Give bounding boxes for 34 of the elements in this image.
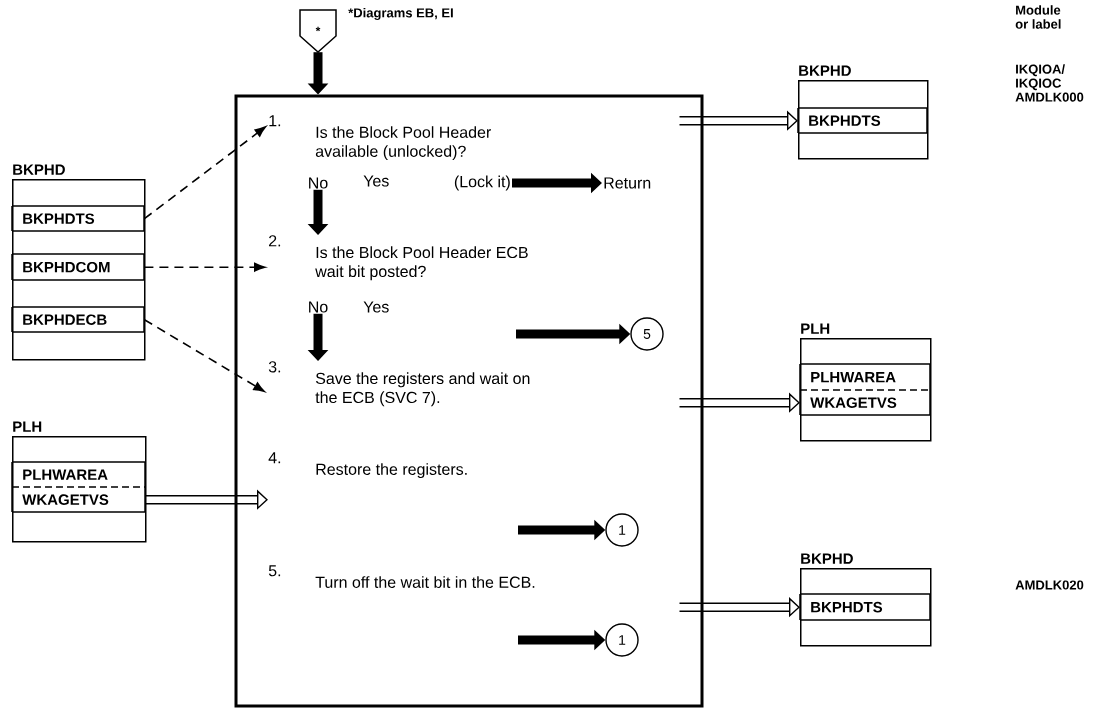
- step-text: 5. Turn off the wait bit in the ECB.: [268, 565, 535, 588]
- field-cell: WKAGETVS: [11, 486, 146, 513]
- field-cell: BKPHDTS: [11, 205, 145, 232]
- step-text: 1. Is the Block Pool Header available (unlocked)?: [269, 115, 491, 161]
- node-label: BKPHD: [13, 164, 65, 175]
- step-text: 4. Restore the registers.: [268, 452, 467, 479]
- process-box: [234, 94, 704, 708]
- connector-note: *Diagrams EB, EI: [348, 7, 453, 21]
- action-label: (Lock it): [454, 175, 510, 191]
- pointer-arrow: [143, 126, 267, 220]
- step-text: 2. Is the Block Pool Header ECB wait bit posted?: [269, 235, 528, 281]
- node-label: BKPHD: [801, 553, 853, 564]
- module-name: AMDLK020: [1015, 580, 1084, 590]
- node-label: BKPHD: [799, 65, 851, 76]
- field-cell: PLHWAREA: [799, 363, 931, 391]
- offpage-connector: *: [299, 9, 337, 53]
- field-cell: BKPHDECB: [11, 306, 145, 333]
- branch-label: Yes: [363, 175, 389, 187]
- node-label: PLH: [13, 421, 42, 432]
- branch-label: No: [309, 301, 328, 313]
- field-cell: WKAGETVS: [799, 389, 931, 416]
- pointer-arrow: [143, 262, 266, 272]
- column-heading: Module or label: [1015, 5, 1061, 29]
- field-cell: BKPHDTS: [797, 107, 928, 134]
- node-label: PLH: [801, 323, 830, 334]
- exit-label: Return: [604, 177, 651, 189]
- step-text: 3. Save the registers and wait on the ECB (SVC 7).: [268, 361, 530, 407]
- field-cell: PLHWAREA: [11, 461, 146, 488]
- branch-label: Yes: [363, 301, 389, 313]
- field-cell: BKPHDCOM: [11, 253, 145, 281]
- field-cell: BKPHDTS: [799, 593, 931, 621]
- module-name: IKQIOA/ IKQIOC AMDLK000: [1015, 64, 1084, 102]
- branch-label: No: [309, 177, 328, 189]
- pointer-arrow: [143, 318, 265, 393]
